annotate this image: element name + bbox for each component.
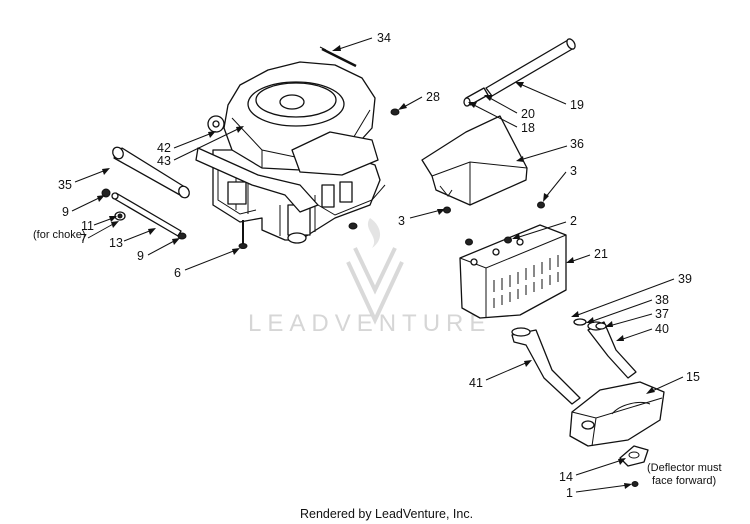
callout-43: 43	[157, 154, 171, 168]
callout-15: 15	[686, 370, 700, 384]
part-3-screw-left	[443, 206, 451, 214]
callout-39: 39	[678, 272, 692, 286]
part-19-hose	[485, 38, 576, 97]
part-20-fitting	[463, 87, 489, 107]
callout-9-upper: 9	[62, 205, 69, 219]
watermark: LEADVENTURE	[248, 218, 491, 337]
watermark-text: LEADVENTURE	[248, 310, 491, 337]
callout-6: 6	[174, 266, 181, 280]
part-38-gasket	[573, 318, 587, 326]
callout-28: 28	[426, 90, 440, 104]
part-11-nut	[114, 211, 126, 221]
callout-41: 41	[469, 376, 483, 390]
footer-credit: Rendered by LeadVenture, Inc.	[300, 507, 473, 521]
callout-11: 11	[81, 219, 94, 233]
part-3-screw-right	[537, 201, 545, 209]
callout-40: 40	[655, 322, 669, 336]
callout-34: 34	[377, 31, 391, 45]
callout-9-lower: 9	[137, 249, 144, 263]
part-21-muffler-guard	[459, 224, 567, 319]
callout-1: 1	[566, 486, 573, 500]
callout-3-right: 3	[570, 164, 577, 178]
part-9-nut-lower	[177, 232, 187, 240]
callout-35: 35	[58, 178, 72, 192]
callout-20: 20	[521, 107, 535, 121]
engine-assembly	[195, 61, 386, 244]
leader-lines	[71, 37, 684, 493]
part-2-bolts	[465, 236, 512, 246]
callout-38: 38	[655, 293, 669, 307]
note-deflector-line2: face forward)	[652, 475, 716, 487]
part-9-nut-upper	[101, 188, 111, 198]
callout-2: 2	[570, 214, 577, 228]
part-28-nut	[390, 108, 400, 116]
part-36-heat-shield	[421, 115, 528, 206]
callout-36: 36	[570, 137, 584, 151]
part-35-sleeve	[112, 146, 190, 199]
callout-3-left: 3	[398, 214, 405, 228]
callout-37: 37	[655, 307, 669, 321]
part-37-gasket	[595, 322, 607, 330]
callout-7: 7	[80, 232, 87, 246]
note-deflector-line1: (Deflector must	[647, 462, 722, 474]
callout-14: 14	[559, 470, 573, 484]
part-1-screw	[631, 481, 639, 487]
part-13-rod	[111, 192, 182, 237]
part-15-muffler	[569, 381, 665, 447]
callout-21: 21	[594, 247, 608, 261]
part-40-exhaust-pipe	[587, 321, 637, 379]
callout-19: 19	[570, 98, 584, 112]
callout-labels: 34 28 19 20 18 42 43 36 35 3 3 9 11 (for…	[33, 31, 722, 500]
part-6-bolt	[238, 220, 248, 249]
part-41-exhaust-pipe	[511, 327, 581, 405]
watermark-logo-icon	[346, 218, 404, 325]
callout-42: 42	[157, 141, 171, 155]
part-34-dipstick	[319, 46, 357, 68]
part-14-deflector	[619, 445, 649, 467]
note-for-choke: (for choke)	[33, 229, 86, 241]
callout-18: 18	[521, 121, 535, 135]
callout-13: 13	[109, 236, 123, 250]
